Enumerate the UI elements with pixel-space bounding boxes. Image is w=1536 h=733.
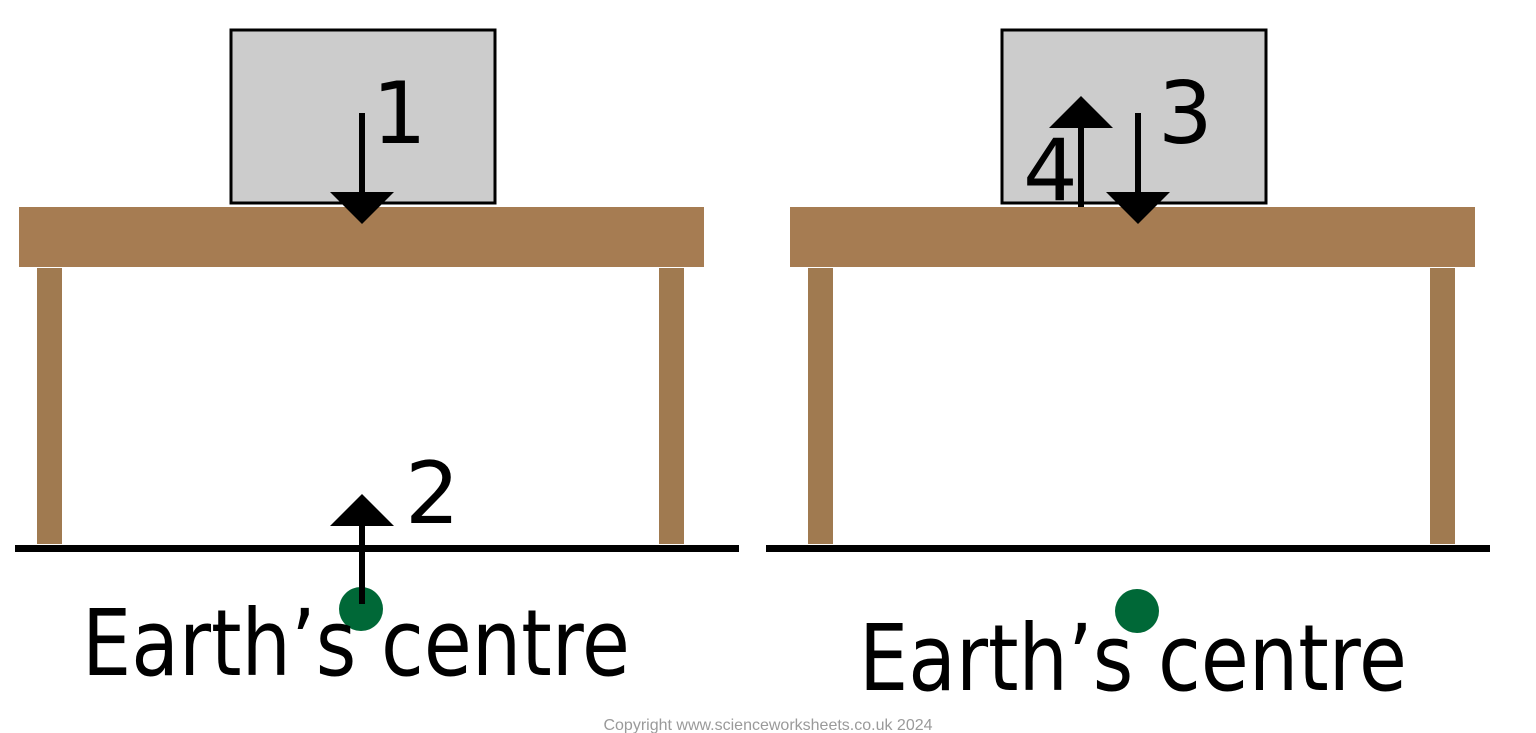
right-ground-line [766, 545, 1490, 552]
arrow-label-4: 4 [1023, 121, 1078, 221]
left-ground-line [15, 545, 739, 552]
arrow-label-2: 2 [405, 444, 460, 544]
copyright-text: Copyright www.scienceworksheets.co.uk 20… [603, 717, 932, 733]
arrow-4-up [1049, 96, 1113, 207]
right-earth-label: Earth’s centre [859, 605, 1407, 712]
arrow-1-down [330, 113, 394, 224]
left-table-leg-left [37, 268, 62, 544]
right-panel: 3 4 Earth’s centre [766, 28, 1490, 712]
right-table-leg-right [1430, 268, 1455, 544]
arrow-3-down [1106, 113, 1170, 224]
left-earth-label: Earth’s centre [82, 590, 630, 697]
right-box [1000, 28, 1268, 205]
right-earth-centre-dot [1115, 589, 1159, 633]
right-table-leg-left [808, 268, 833, 544]
arrow-label-1: 1 [372, 64, 427, 164]
left-panel: 1 2 Earth’s centre [15, 28, 739, 697]
arrow-label-3: 3 [1158, 64, 1213, 164]
left-table-leg-right [659, 268, 684, 544]
arrow-2-up [330, 494, 394, 604]
left-earth-centre-dot [339, 587, 383, 631]
